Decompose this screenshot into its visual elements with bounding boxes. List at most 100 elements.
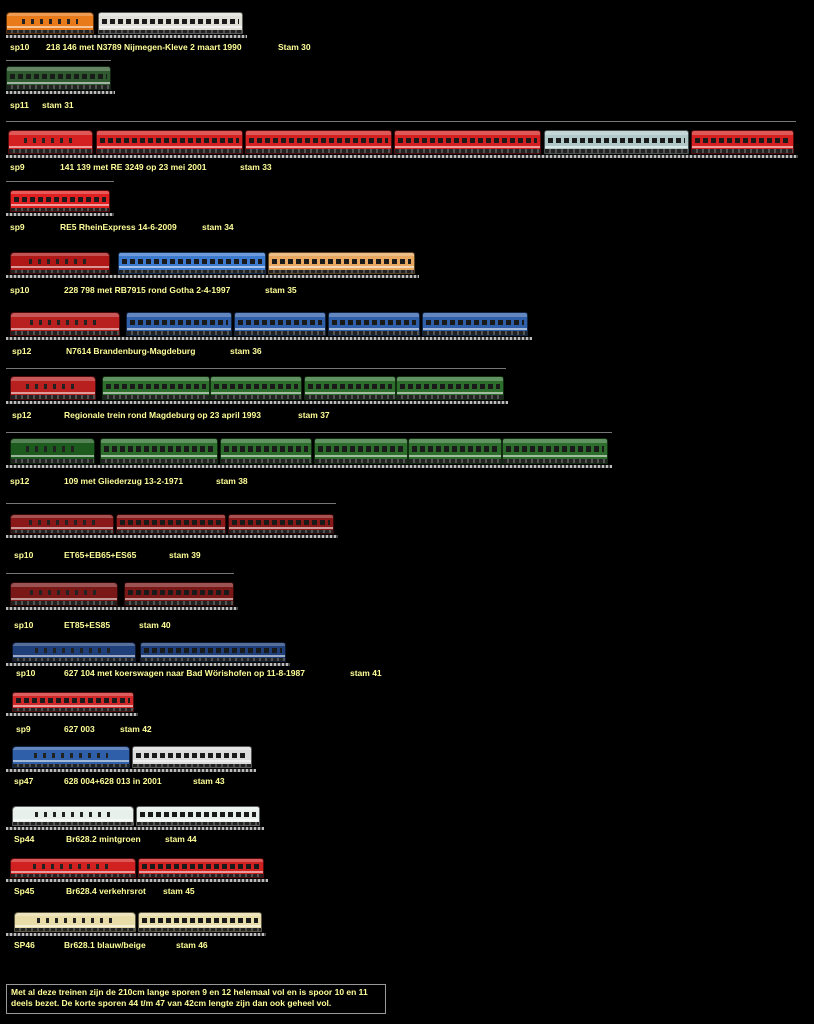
- stam-label: stam 34: [202, 222, 234, 232]
- car-stripe: [395, 145, 540, 148]
- car-stripe: [13, 818, 133, 821]
- railcar-image: [268, 252, 415, 274]
- car-roof: [125, 583, 233, 587]
- track-label: sp10: [16, 668, 36, 678]
- car-wheels: [545, 149, 688, 153]
- car-wheels: [11, 269, 109, 273]
- car-stripe: [229, 526, 333, 529]
- car-win: [695, 137, 790, 144]
- car-stripe: [11, 597, 117, 600]
- car-win: [142, 864, 260, 870]
- car-roof: [329, 313, 419, 317]
- train-description: ET65+EB65+ES65: [64, 550, 137, 560]
- car-win: [34, 648, 114, 654]
- track-label: sp9: [16, 724, 31, 734]
- separator-line: [6, 432, 612, 433]
- car-win: [120, 520, 222, 526]
- car-wheels: [692, 149, 793, 153]
- railcar-image: [228, 514, 334, 534]
- car-wheels: [101, 459, 217, 463]
- car-roof: [139, 913, 261, 916]
- stam-label: stam 31: [42, 100, 74, 110]
- separator-line: [6, 121, 796, 122]
- car-stripe: [315, 454, 407, 458]
- car-roof: [11, 313, 119, 317]
- railcar-image: [98, 12, 243, 34]
- car-roof: [11, 191, 109, 195]
- car-wheels: [13, 658, 135, 661]
- car-wheels: [119, 269, 265, 273]
- locomotive-image: [12, 642, 136, 662]
- car-wheels: [423, 331, 527, 335]
- track-rail: [6, 827, 264, 830]
- car-win: [400, 383, 500, 390]
- car-stripe: [137, 818, 259, 821]
- train-description: Br628.4 verkehrsrot: [66, 886, 146, 896]
- car-roof: [211, 377, 301, 381]
- train-description: 627 003: [64, 724, 95, 734]
- car-wheels: [11, 459, 94, 463]
- car-win: [34, 812, 112, 818]
- car-stripe: [11, 327, 119, 330]
- car-win: [144, 648, 282, 654]
- car-roof: [117, 515, 225, 518]
- track-rail: [6, 275, 419, 278]
- railcar-image: [132, 746, 252, 768]
- separator-line: [6, 573, 234, 574]
- car-stripe: [139, 924, 261, 927]
- train-description: 218 146 met N3789 Nijmegen-Kleve 2 maart…: [46, 42, 242, 52]
- locomotive-image: [10, 438, 95, 464]
- stam-label: Stam 30: [278, 42, 311, 52]
- railcar-image: [96, 130, 243, 154]
- car-wheels: [103, 395, 209, 399]
- car-roof: [11, 439, 94, 443]
- railcar-image: [396, 376, 504, 400]
- car-wheels: [137, 822, 259, 825]
- car-win: [30, 589, 98, 596]
- car-stripe: [269, 266, 414, 269]
- car-stripe: [221, 454, 311, 458]
- stam-label: stam 44: [165, 834, 197, 844]
- car-win: [224, 446, 308, 453]
- car-wheels: [11, 874, 135, 877]
- car-wheels: [409, 459, 501, 463]
- car-roof: [11, 583, 117, 587]
- locomotive-image: [10, 514, 114, 534]
- stam-label: stam 38: [216, 476, 248, 486]
- car-wheels: [97, 149, 242, 153]
- railcar-image: [12, 692, 134, 712]
- car-wheels: [503, 459, 607, 463]
- car-wheels: [13, 763, 129, 767]
- train-description: ET85+ES85: [64, 620, 111, 630]
- track-label: sp10: [10, 42, 30, 52]
- car-win: [130, 319, 228, 326]
- car-wheels: [99, 29, 242, 33]
- locomotive-image: [8, 130, 93, 154]
- railcar-image: [234, 312, 326, 336]
- car-stripe: [139, 870, 263, 873]
- locomotive-image: [14, 912, 136, 932]
- car-wheels: [11, 530, 113, 533]
- separator-line: [6, 503, 336, 504]
- railcar-image: [118, 252, 266, 274]
- car-roof: [11, 859, 135, 862]
- train-description: 141 139 met RE 3249 op 23 mei 2001: [60, 162, 207, 172]
- car-roof: [269, 253, 414, 257]
- car-roof: [13, 643, 135, 646]
- car-roof: [137, 807, 259, 810]
- car-win: [214, 383, 298, 390]
- track-label: sp9: [10, 162, 25, 172]
- car-stripe: [7, 81, 110, 84]
- car-roof: [101, 439, 217, 443]
- track-rail: [6, 879, 268, 882]
- train-description: Br628.2 mintgroen: [66, 834, 141, 844]
- car-win: [140, 812, 256, 818]
- car-roof: [395, 131, 540, 135]
- car-roof: [13, 807, 133, 810]
- track-rail: [6, 337, 532, 340]
- track-rail: [6, 769, 256, 772]
- railcar-image: [408, 438, 502, 464]
- car-win: [548, 137, 685, 144]
- car-wheels: [139, 874, 263, 877]
- track-rail: [6, 465, 612, 468]
